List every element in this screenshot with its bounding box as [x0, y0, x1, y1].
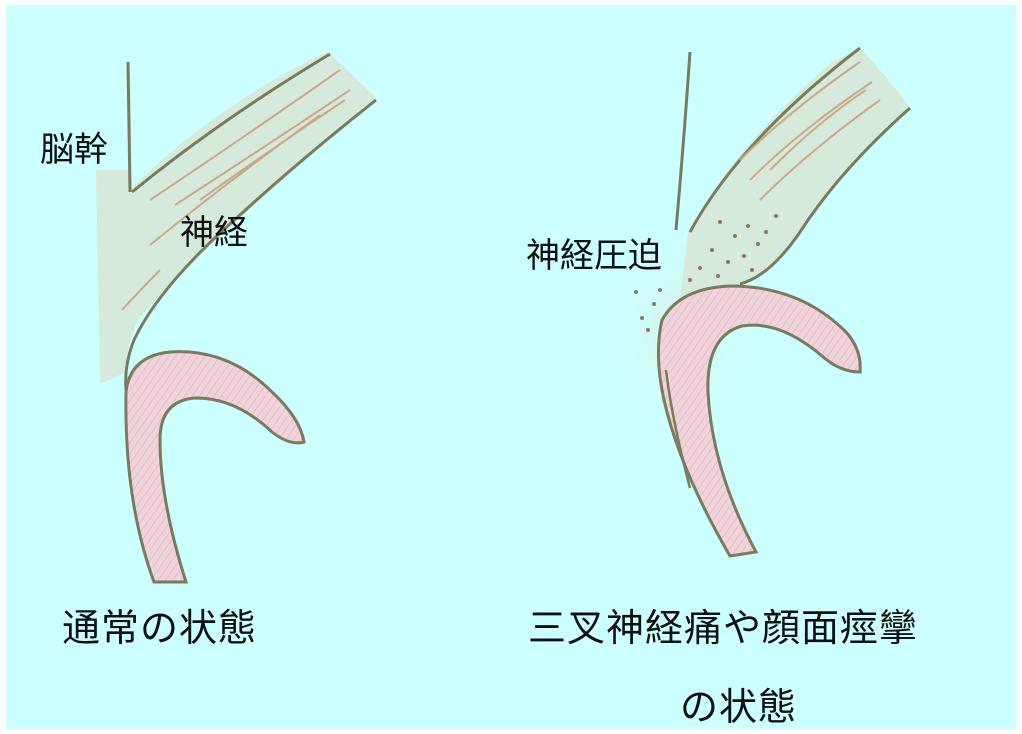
caption-pathology-line2: の状態 — [680, 676, 797, 731]
label-nerve: 神経 — [180, 205, 248, 254]
caption-pathology-line1: 三叉神経痛や顔面痙攣 — [528, 597, 918, 652]
right-blood-vessel — [658, 286, 860, 556]
label-nerve-compression: 神経圧迫 — [526, 228, 662, 277]
label-brainstem: 脳幹 — [40, 122, 108, 171]
left-blood-vessel — [126, 352, 304, 582]
right-brainstem-edge — [676, 52, 690, 230]
right-nerve-shape — [680, 48, 910, 300]
normal-state-illustration — [96, 52, 376, 582]
caption-normal-state: 通常の状態 — [62, 597, 257, 652]
left-brainstem-edge — [128, 62, 130, 192]
compression-state-illustration — [600, 48, 910, 556]
